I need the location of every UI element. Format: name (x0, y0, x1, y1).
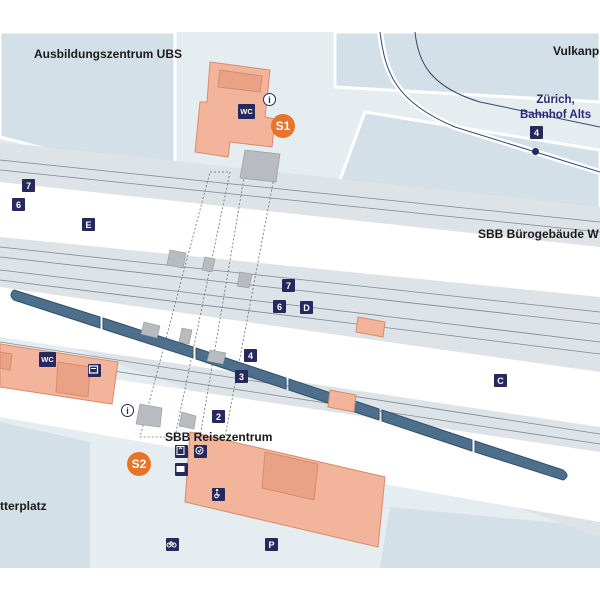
marker-sector-c[interactable]: C (494, 374, 507, 387)
wc-icon[interactable]: WC (238, 104, 255, 119)
info-icon[interactable]: i (263, 93, 276, 106)
map-canvas (0, 32, 600, 568)
label-zurich-line1: Zürich, (536, 94, 575, 106)
marker-track-4-mid[interactable]: 4 (244, 349, 257, 362)
parking-icon[interactable]: P (265, 538, 278, 551)
label-buerogebaeude: SBB Bürogebäude W (478, 227, 599, 241)
stop-s2[interactable]: S2 (127, 452, 151, 476)
stop-dot-icon (532, 148, 539, 155)
buildings (0, 61, 386, 548)
block-top-right (333, 32, 600, 104)
station-map[interactable]: Ausbildungszentrum UBS Vulkanp Zürich, B… (0, 32, 600, 568)
shop-icon[interactable] (194, 445, 207, 458)
elevator-icon[interactable] (175, 445, 188, 458)
label-reisezentrum: SBB Reisezentrum (165, 430, 273, 444)
marker-track-7-left[interactable]: 7 (22, 179, 35, 192)
stop-s1[interactable]: S1 (271, 114, 295, 138)
marker-track-6-mid[interactable]: 6 (273, 300, 286, 313)
marker-stop-4[interactable]: 4 (530, 126, 543, 139)
shop-counter-icon[interactable] (175, 463, 188, 476)
wc-icon-left[interactable]: WC (39, 352, 56, 367)
bicycle-icon[interactable] (166, 538, 179, 551)
wheelchair-icon[interactable] (212, 488, 225, 501)
marker-track-2[interactable]: 2 (212, 410, 225, 423)
marker-sector-d[interactable]: D (300, 301, 313, 314)
block-bottom-left (0, 422, 90, 568)
label-ausbildungszentrum: Ausbildungszentrum UBS (34, 47, 183, 61)
marker-track-3-mid[interactable]: 3 (235, 370, 248, 383)
marker-sector-e[interactable]: E (82, 218, 95, 231)
ticket-machine-icon[interactable] (88, 364, 101, 377)
info-icon-bottom[interactable]: i (121, 404, 134, 417)
label-zurich-bahnhof[interactable]: Zürich, Bahnhof Alts (520, 93, 591, 123)
label-vulkanplatz: Vulkanp (553, 44, 600, 58)
label-platz: tterplatz (0, 499, 47, 513)
block-bottom-right (380, 507, 600, 568)
marker-track-6-left[interactable]: 6 (12, 198, 25, 211)
label-zurich-line2: Bahnhof Alts (520, 109, 592, 121)
marker-track-7-mid[interactable]: 7 (282, 279, 295, 292)
